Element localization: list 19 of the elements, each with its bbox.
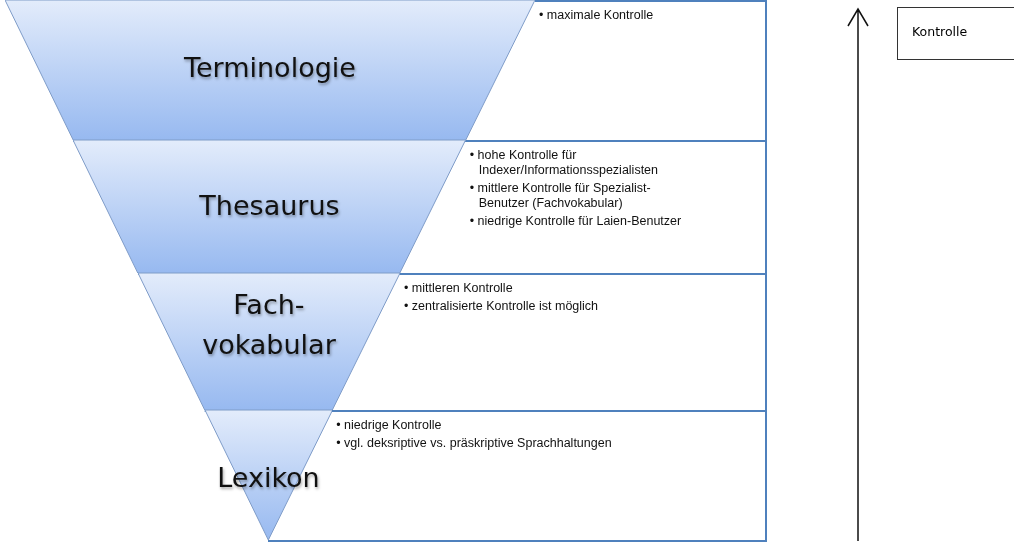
bullet-item: • niedrige Kontrolle für Laien-Benutzer — [469, 214, 683, 229]
segment-label: Thesaurus — [198, 189, 341, 223]
bullet-item: • niedrige Kontrolle — [336, 418, 443, 433]
bullet-item: • maximale Kontrolle — [539, 8, 655, 23]
pyramid-segment — [73, 140, 466, 273]
bullet-item: • zentralisierte Kontrolle ist möglich — [404, 299, 600, 314]
bullet-item: • mittleren Kontrolle — [404, 281, 514, 296]
segment-label: Fach- vokabular — [201, 288, 337, 362]
description-panel — [535, 0, 767, 142]
bullet-item: • vgl. deksriptive vs. präskriptive Sprachhaltungen — [336, 436, 613, 451]
pyramid-segment — [204, 410, 333, 540]
segment-label: Terminologie — [183, 51, 357, 85]
bullet-item: • hohe Kontrolle für Indexer/Informationsspezialisten — [469, 148, 660, 178]
bullet-item: • mittlere Kontrolle für Spezialist-Benutzer (Fachvokabular) — [469, 181, 652, 211]
axis-label-box — [897, 7, 1014, 60]
description-panel — [332, 410, 767, 542]
axis-label: Kontrolle — [912, 24, 968, 39]
pyramid-segment — [5, 0, 535, 140]
segment-label: Lexikon — [216, 461, 321, 495]
